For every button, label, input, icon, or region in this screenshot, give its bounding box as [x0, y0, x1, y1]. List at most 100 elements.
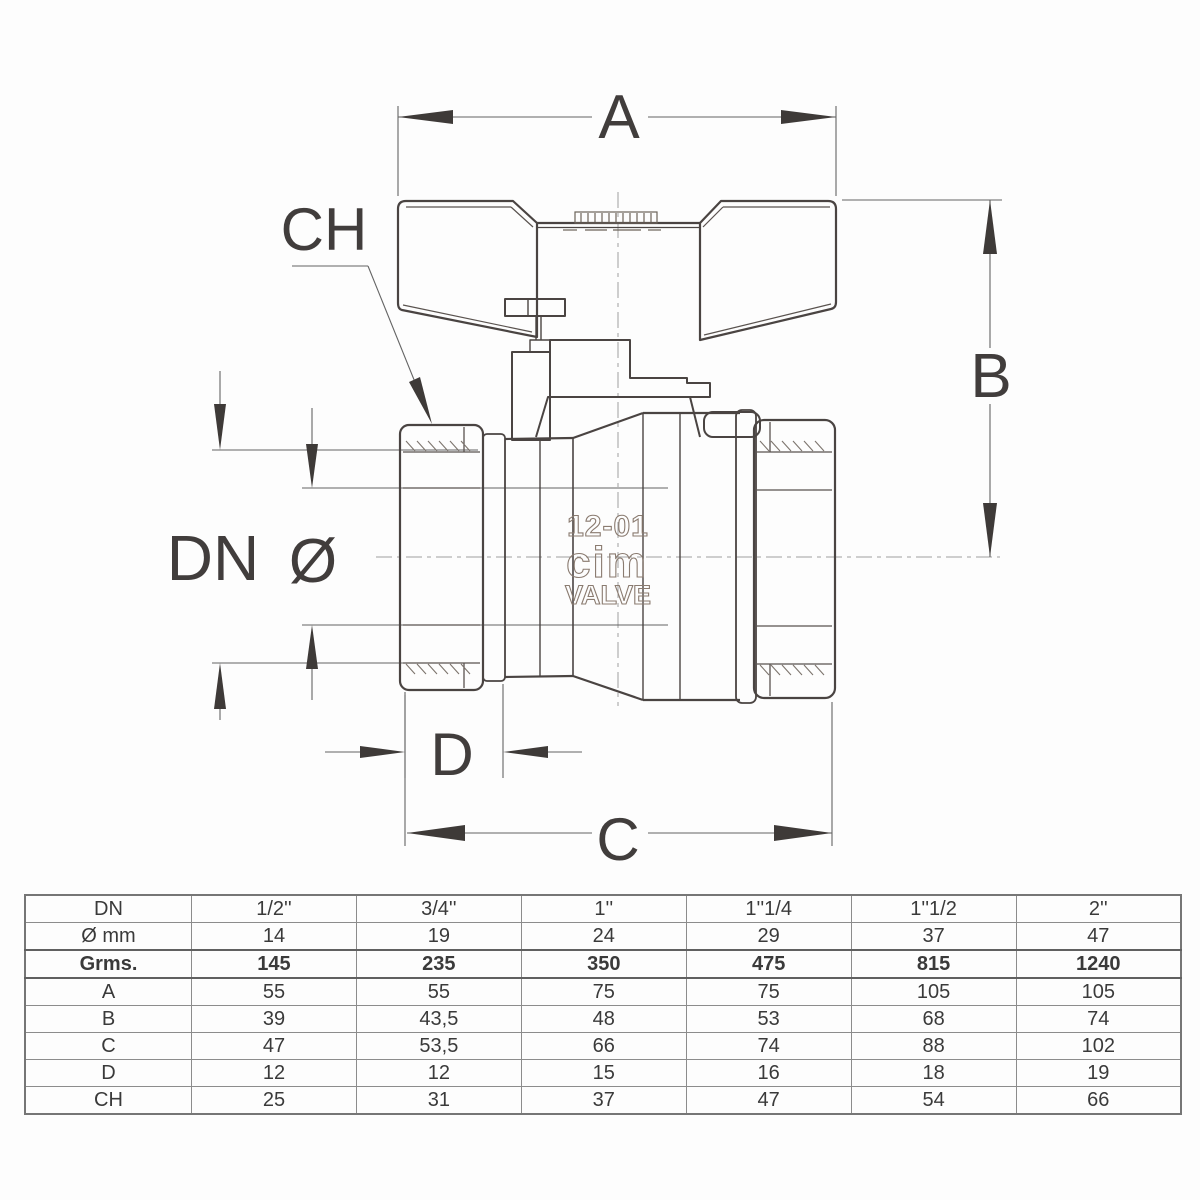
table-cell: 145 [191, 949, 357, 979]
thread-hatching [405, 440, 825, 676]
handle-hub [549, 339, 711, 398]
table-cell: 16 [685, 1059, 852, 1087]
bonnet [535, 396, 701, 438]
table-cell: 475 [685, 949, 852, 979]
handle-embossed-strip [574, 211, 658, 224]
marking-brand-logo: cim [566, 538, 648, 587]
dimension-arrows [214, 110, 997, 841]
table-cell: 31 [355, 1086, 522, 1115]
arrow-ch-leader [409, 377, 432, 424]
marking-date-code: 12-01 [567, 510, 649, 543]
dim-label-ch: CH [281, 196, 368, 263]
table-cell: 105 [1015, 977, 1182, 1006]
dim-label-diameter: Ø [289, 527, 337, 596]
table-cell: 75 [520, 977, 687, 1006]
table-cell: 1240 [1015, 949, 1182, 979]
row-label-cell: Ø mm [24, 922, 192, 951]
table-cell: 47 [685, 1086, 852, 1115]
arrow-b-top [983, 200, 997, 254]
right-collar [735, 409, 757, 704]
table-cell: 24 [520, 922, 687, 951]
table-cell: 29 [685, 922, 852, 951]
table-cell: 37 [520, 1086, 687, 1115]
table-cell: 2'' [1015, 894, 1182, 923]
table-cell: 74 [1015, 1005, 1182, 1033]
table-cell: 47 [1015, 922, 1182, 951]
row-label-cell: CH [24, 1086, 192, 1115]
table-cell: 55 [355, 977, 522, 1006]
row-label-cell: D [24, 1059, 192, 1087]
table-cell: 3/4'' [355, 894, 522, 923]
right-end-cap [752, 418, 837, 700]
valve-body [398, 409, 837, 704]
row-label-cell: B [24, 1005, 192, 1033]
valve-technical-drawing: 12-01 cim VALVE A B C D CH DN Ø [167, 83, 1012, 873]
neck-shoulder [703, 411, 761, 438]
dim-label-d: D [430, 721, 473, 788]
table-cell: 102 [1015, 1032, 1182, 1060]
arrow-d-right [503, 746, 548, 758]
handle-left-wing [396, 199, 539, 339]
table-cell: 54 [850, 1086, 1017, 1115]
table-cell: 25 [191, 1086, 357, 1115]
table-cell: 48 [520, 1005, 687, 1033]
table-cell: 1''1/4 [685, 894, 852, 923]
table-cell: 815 [850, 949, 1017, 979]
row-label-cell: A [24, 977, 192, 1006]
table-cell: 74 [685, 1032, 852, 1060]
table-cell: 1/2'' [191, 894, 357, 923]
table-cell: 14 [191, 922, 357, 951]
table-cell: 66 [520, 1032, 687, 1060]
arrow-dn-bottom [214, 663, 226, 709]
arrow-a-right [781, 110, 836, 124]
arrow-dia-bottom [306, 625, 318, 669]
stem-housing [511, 351, 551, 441]
arrow-b-bottom [983, 503, 997, 557]
centerlines [376, 192, 1000, 706]
arrow-a-left [398, 110, 453, 124]
dimension-labels: A B C D CH DN Ø [167, 83, 1012, 873]
table-cell: 88 [850, 1032, 1017, 1060]
dim-label-a: A [598, 83, 640, 152]
table-cell: 12 [355, 1059, 522, 1087]
arrow-dn-top [214, 404, 226, 450]
table-cell: 68 [850, 1005, 1017, 1033]
handle-right-wing [698, 199, 838, 342]
table-cell: 19 [355, 922, 522, 951]
table-cell: 12 [191, 1059, 357, 1087]
table-cell: 15 [520, 1059, 687, 1087]
table-cell: 235 [355, 949, 522, 979]
end-cap-details [403, 422, 832, 696]
arrow-c-left [407, 825, 465, 841]
handle-details [402, 206, 832, 336]
dim-label-c: C [596, 806, 639, 873]
table-cell: 53 [685, 1005, 852, 1033]
dim-label-dn: DN [167, 522, 259, 594]
row-label-cell: C [24, 1032, 192, 1060]
table-cell: 37 [850, 922, 1017, 951]
table-cell: 39 [191, 1005, 357, 1033]
table-cell: 47 [191, 1032, 357, 1060]
table-cell: 19 [1015, 1059, 1182, 1087]
stem-gland-nut [504, 298, 566, 317]
marking-valve-text: VALVE [565, 580, 651, 610]
table-cell: 1''1/2 [850, 894, 1017, 923]
row-label-cell: DN [24, 894, 192, 923]
table-cell: 55 [191, 977, 357, 1006]
table-cell: 43,5 [355, 1005, 522, 1033]
table-cell: 1'' [520, 894, 687, 923]
valve-stem-assembly [504, 298, 761, 441]
row-label-cell: Grms. [24, 949, 192, 979]
left-collar [482, 433, 506, 682]
table-cell: 105 [850, 977, 1017, 1006]
dim-label-b: B [970, 342, 1011, 411]
